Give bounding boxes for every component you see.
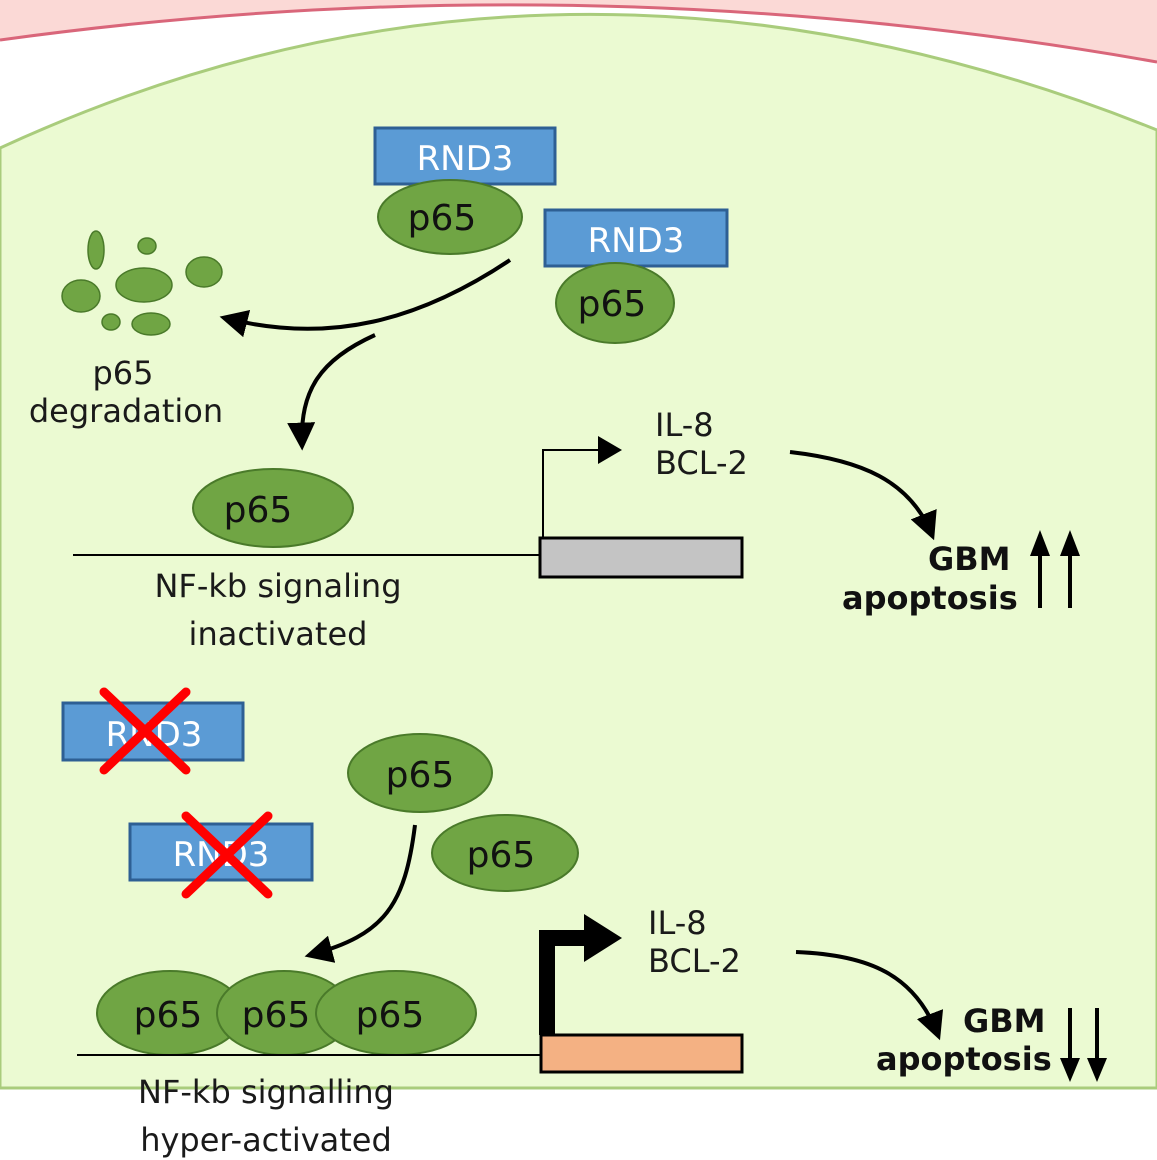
- outcome-label-top-line2: apoptosis: [842, 579, 1018, 617]
- p65-label-top-1: p65: [408, 198, 477, 239]
- p65-label-dna-bottom-2: p65: [242, 995, 311, 1036]
- p65-oval-top-1: [377, 179, 523, 255]
- arrow-to-p65-nucleus: [287, 333, 376, 451]
- p65-oval-bottom-1: [347, 733, 493, 813]
- arrow-to-outcome-bottom: [795, 950, 944, 1041]
- rnd3-label-top-1: RND3: [417, 139, 514, 179]
- nucleus-membrane: [0, 0, 1157, 62]
- genes-label-top-line2: BCL-2: [655, 444, 748, 482]
- gene-box-active: [539, 1033, 744, 1074]
- p65-label-dna-top: p65: [224, 490, 293, 531]
- outcome-label-bottom-line2: apoptosis: [876, 1040, 1052, 1078]
- p65-label-top-2: p65: [578, 284, 647, 325]
- up-arrow-icon: [1030, 530, 1080, 608]
- state-label-bottom-line2: hyper-activated: [140, 1121, 392, 1159]
- transcription-arrowhead-bottom: [584, 914, 622, 962]
- state-label-top-line1: NF-kb signaling: [154, 567, 401, 605]
- outcome-label-bottom-line1: GBM: [963, 1002, 1046, 1040]
- red-x-cross-icon: [99, 687, 191, 775]
- rnd3-box-top-1: [373, 126, 557, 186]
- transcription-start-arrow-icon: [542, 449, 600, 538]
- p65-oval-dna-top: [192, 468, 354, 548]
- p65-oval-bottom-2: [431, 814, 579, 892]
- p65-degradation-fragments: [61, 230, 223, 336]
- red-x-cross-icon: [181, 811, 273, 899]
- state-label-bottom-line1: NF-kb signalling: [138, 1073, 394, 1111]
- rnd3-label-top-2: RND3: [588, 221, 685, 261]
- rnd3-box-top-2: [543, 208, 729, 268]
- genes-label-bottom-line1: IL-8: [648, 904, 707, 942]
- genes-label-top-line1: IL-8: [655, 406, 714, 444]
- outcome-label-top-line1: GBM: [928, 540, 1011, 578]
- down-arrow-icon: [1060, 1008, 1107, 1082]
- p65-label-bottom-2: p65: [467, 835, 536, 876]
- arrow-to-degradation: [219, 258, 512, 338]
- p65-label-dna-bottom-3: p65: [356, 995, 425, 1036]
- gene-box-inactive: [538, 536, 744, 579]
- p65-label-bottom-1: p65: [386, 755, 455, 796]
- arrow-to-p65-cluster: [304, 824, 417, 963]
- degradation-label-line1: p65: [92, 354, 153, 392]
- arrow-to-outcome-top: [789, 450, 937, 541]
- degradation-label-line2: degradation: [29, 392, 223, 430]
- transcription-arrowhead-top: [598, 436, 622, 464]
- state-label-top-line2: inactivated: [189, 615, 368, 653]
- transcription-start-arrow-bold: [539, 930, 590, 1035]
- rnd3-box-bottom-1: [61, 701, 245, 762]
- p65-label-dna-bottom-1: p65: [134, 995, 203, 1036]
- nucleus-membrane-edge: [0, 3, 1157, 64]
- p65-oval-top-2: [555, 262, 675, 344]
- genes-label-bottom-line2: BCL-2: [648, 942, 741, 980]
